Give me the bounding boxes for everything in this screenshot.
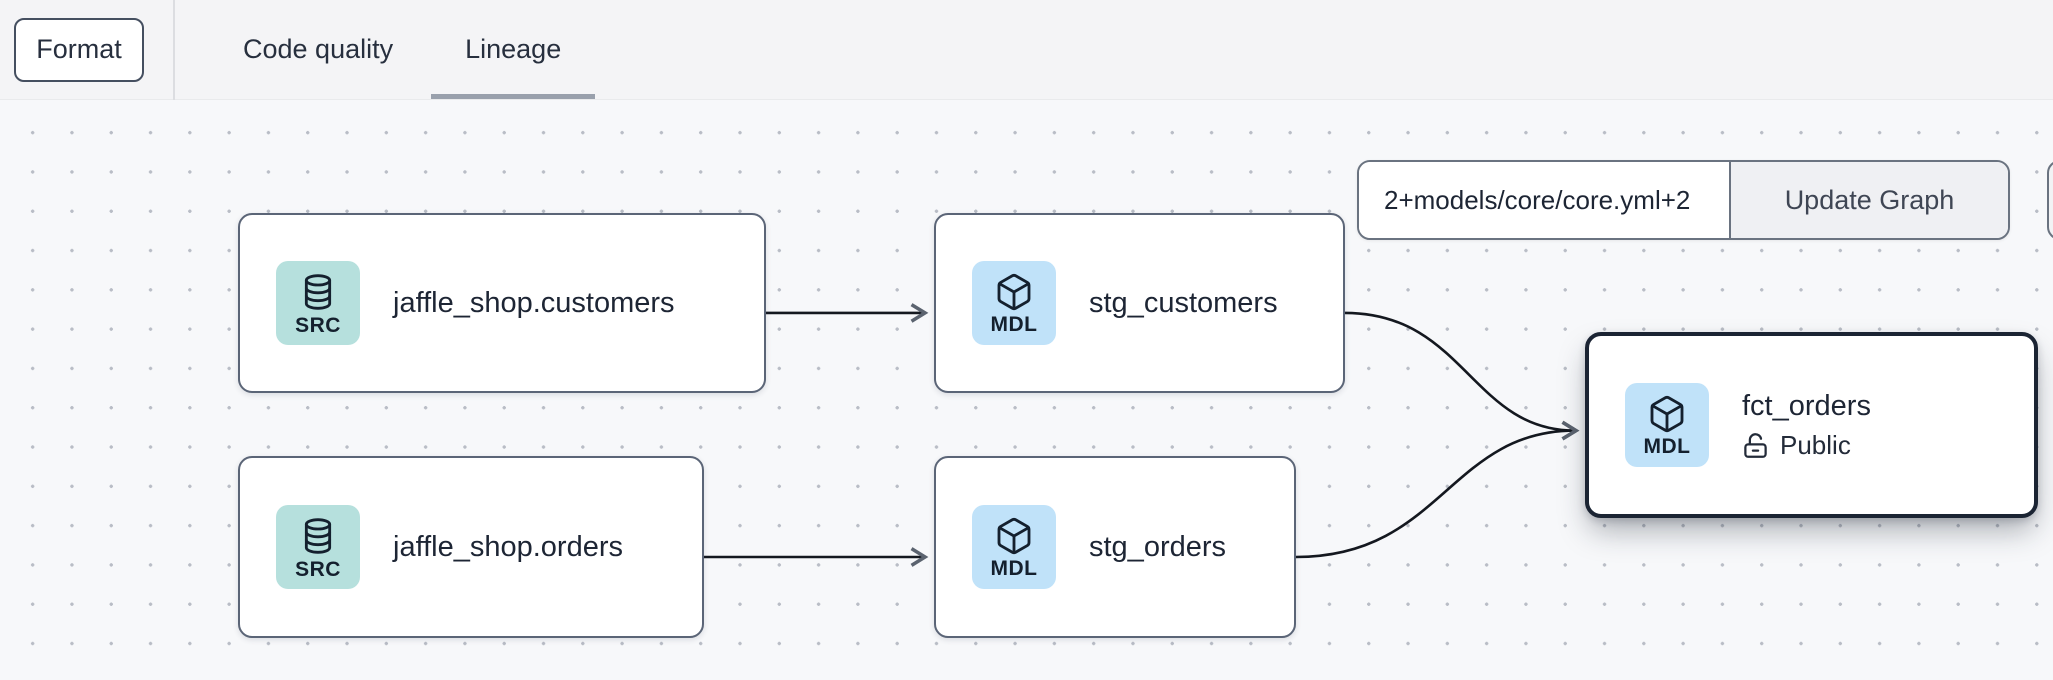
access-label: Public — [1780, 429, 1851, 460]
tab-lineage[interactable]: Lineage — [431, 0, 596, 99]
tab-bar: Code quality Lineage — [175, 0, 596, 99]
cube-icon — [994, 516, 1034, 556]
node-label: jaffle_shop.customers — [393, 286, 675, 319]
node-access: Public — [1742, 430, 1871, 461]
node-label: stg_customers — [1089, 286, 1278, 319]
badge-label: MDL — [990, 557, 1038, 580]
toolbar-divider — [173, 0, 175, 100]
unlock-icon — [1742, 432, 1769, 459]
tab-code-quality[interactable]: Code quality — [243, 34, 394, 64]
badge-label: MDL — [1643, 435, 1691, 458]
src-badge: SRC — [276, 261, 360, 345]
edge-stg_customers-to-fct_orders — [1344, 311, 1580, 441]
mdl-badge: MDL — [1625, 383, 1709, 467]
node-jaffle_shop.customers[interactable]: SRC jaffle_shop.customers — [238, 213, 766, 393]
mdl-badge: MDL — [972, 261, 1056, 345]
badge-label: SRC — [295, 558, 341, 581]
edge-stg_orders-to-fct_orders — [1295, 420, 1580, 559]
database-icon — [298, 515, 338, 557]
badge-label: SRC — [295, 314, 341, 337]
mdl-badge: MDL — [972, 505, 1056, 589]
format-button[interactable]: Format — [14, 17, 144, 82]
database-icon — [298, 271, 338, 313]
node-label: stg_orders — [1089, 530, 1227, 563]
node-stg_customers[interactable]: MDL stg_customers — [934, 213, 1345, 393]
node-label: fct_orders — [1742, 389, 1871, 422]
graph-selector: Update Graph — [1357, 160, 2010, 240]
node-jaffle_shop.orders[interactable]: SRC jaffle_shop.orders — [238, 456, 704, 638]
partial-right-button[interactable] — [2047, 160, 2053, 240]
cube-icon — [1647, 394, 1687, 434]
badge-label: MDL — [990, 313, 1038, 336]
node-label: jaffle_shop.orders — [393, 530, 624, 563]
node-stg_orders[interactable]: MDL stg_orders — [934, 456, 1296, 638]
cube-icon — [994, 272, 1034, 312]
update-graph-button[interactable]: Update Graph — [1729, 162, 2008, 238]
toolbar: Format Code quality Lineage — [0, 0, 2053, 100]
selector-input[interactable] — [1359, 162, 1729, 238]
src-badge: SRC — [276, 505, 360, 589]
